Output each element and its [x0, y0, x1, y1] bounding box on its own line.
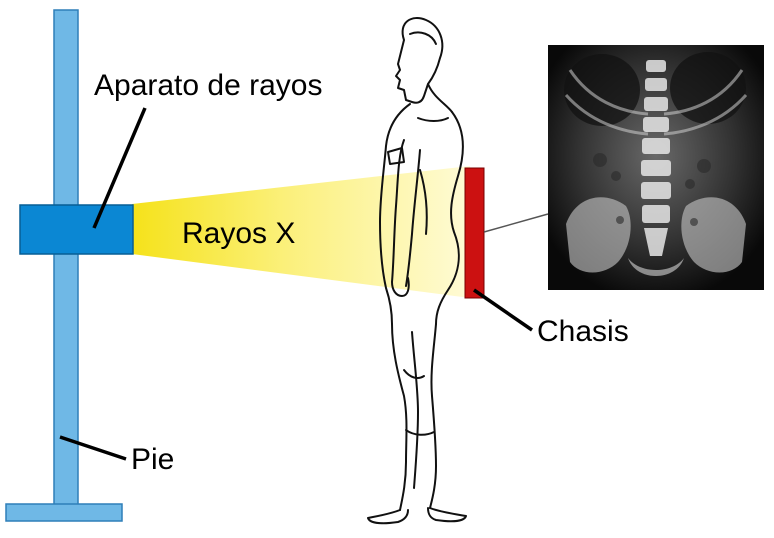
- connector-line: [483, 213, 549, 233]
- pointer-cassette: [473, 288, 533, 332]
- stand-label: Pie: [131, 443, 174, 476]
- abdominal-xray-image: [548, 45, 764, 290]
- xray-apparatus: [19, 204, 134, 255]
- cassette-label: Chasis: [537, 315, 629, 348]
- xray-stand: [5, 9, 123, 522]
- pointer-apparatus: [92, 107, 147, 229]
- apparatus-label: Aparato de rayos: [94, 69, 322, 102]
- beam-label: Rayos X: [182, 217, 295, 250]
- standing-person-icon: [367, 17, 467, 525]
- stand-pole: [53, 9, 79, 507]
- cassette-plate: [464, 167, 485, 299]
- xray-beam: [132, 166, 470, 298]
- pointer-stand: [59, 435, 127, 461]
- stand-base: [5, 503, 123, 522]
